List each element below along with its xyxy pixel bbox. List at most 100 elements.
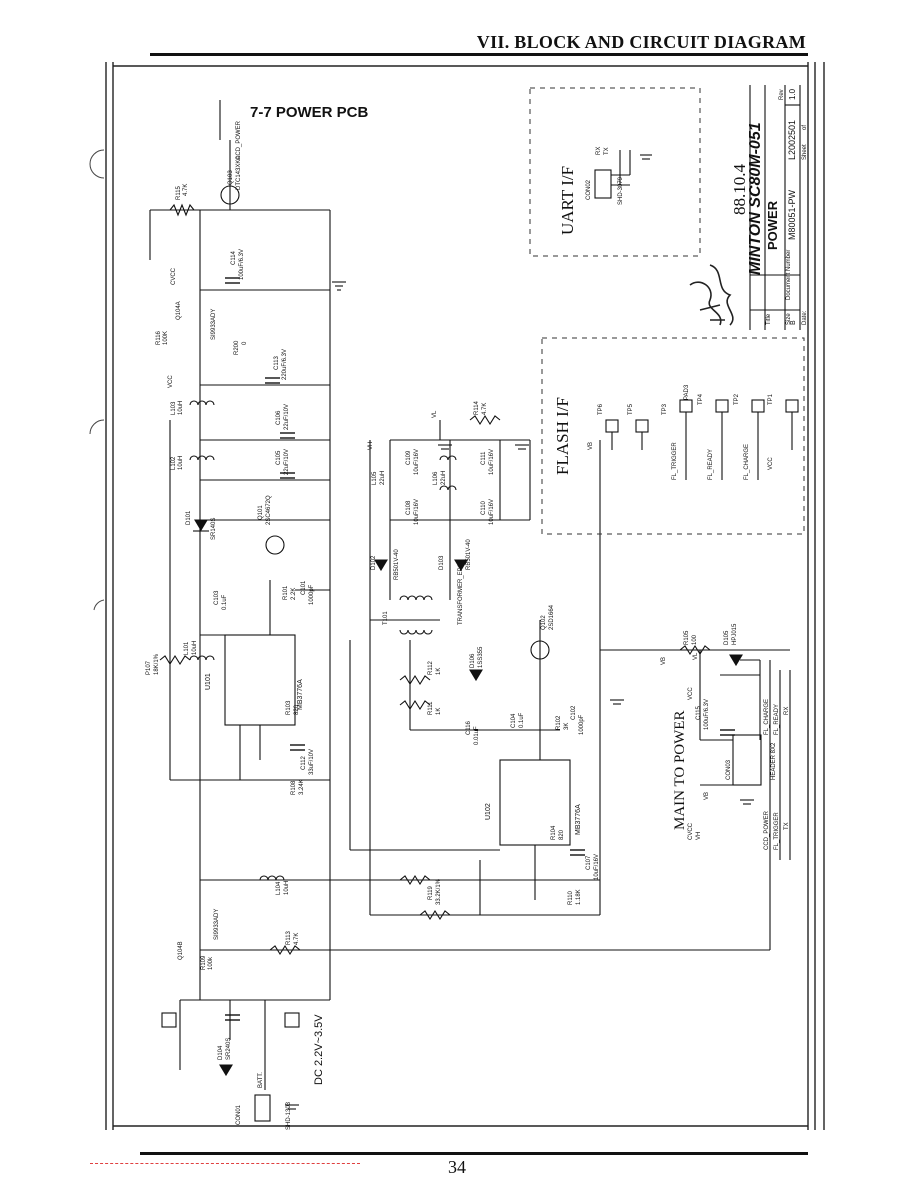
- lbl-tx: TX: [604, 147, 610, 155]
- lbl-d103: D103: [439, 555, 445, 570]
- lbl-q104a-part: SI9933ADY: [211, 309, 217, 340]
- lbl-c109: C109: [406, 450, 412, 465]
- lbl-fl-trigger: FL_TRIGGER: [672, 442, 678, 480]
- lbl-c111-val: 10uF/16V: [489, 449, 495, 475]
- page-header-title: VII. BLOCK AND CIRCUIT DIAGRAM: [476, 32, 806, 52]
- lbl-r111-val: 1K: [436, 708, 442, 715]
- lbl-t101-part: TRANSFORMER_EP13: [458, 560, 464, 625]
- tb-sheet-label: Sheet: [802, 144, 808, 160]
- lbl-r112: R112: [428, 660, 434, 675]
- lbl-c101-val: 1000pF: [309, 584, 315, 605]
- lbl-r115: R115: [176, 185, 182, 200]
- lbl-d106-part: 1SS355: [478, 646, 484, 668]
- lbl-main-vcc: VCC: [688, 687, 694, 700]
- lbl-d104-part: SR240S: [226, 1038, 232, 1060]
- lbl-c110: C110: [481, 500, 487, 515]
- page-number: 34: [448, 1157, 466, 1177]
- lbl-d101-part: SR140S: [211, 518, 217, 540]
- lbl-r101: R101: [283, 585, 289, 600]
- lbl-q104b-part: SI9933ADY: [214, 909, 220, 940]
- lbl-p107-val: 18K/1%: [154, 653, 160, 675]
- lbl-r113-val: 4.7K: [294, 933, 300, 945]
- lbl-c107: C107: [586, 855, 592, 870]
- lbl-c113: C113: [274, 355, 280, 370]
- lbl-l104: L104: [276, 881, 282, 895]
- lbl-l104-val: 10uH: [284, 881, 290, 895]
- lbl-c116: C116: [466, 720, 472, 735]
- lbl-pad3: PAD3: [684, 384, 690, 400]
- lbl-r102-val: 3K: [564, 723, 570, 730]
- lbl-u102: U102: [485, 803, 492, 820]
- lbl-tp5: TP5: [628, 403, 634, 415]
- lbl-c107-val: 10uF/16V: [594, 854, 600, 880]
- lbl-tp6: TP6: [598, 403, 604, 415]
- tb-doc-number: M80051-PW: [787, 189, 797, 240]
- lbl-con02-part: SHD-3079: [618, 176, 624, 205]
- lbl-c113-val: 220uF/6.3V: [282, 349, 288, 380]
- lbl-r105: R105: [684, 630, 690, 645]
- lbl-main-cvcc: CVCC: [688, 822, 694, 840]
- lbl-d101: D101: [186, 510, 192, 525]
- tb-rev: 1.0: [788, 88, 797, 100]
- lbl-c103: C103: [214, 590, 220, 605]
- lbl-main-ccd-power: CCD_POWER: [764, 810, 770, 850]
- lbl-l106-val: 22uH: [441, 471, 447, 485]
- lbl-u101: U101: [205, 673, 212, 690]
- lbl-r114-val: 4.7K: [482, 403, 488, 415]
- lbl-fl-charge: FL_CHARGE: [744, 444, 750, 480]
- lbl-l101-val: 10uH: [192, 641, 198, 655]
- lbl-c112-val: 33uF/10V: [309, 749, 315, 775]
- lbl-d102-part: RB501V-40: [394, 549, 400, 580]
- lbl-r111: R111: [428, 701, 434, 715]
- lbl-tp2: TP2: [734, 393, 740, 405]
- lbl-d103-part: RB501V-40: [466, 539, 472, 570]
- tb-size-label: Size: [786, 313, 792, 325]
- lbl-vb-main: VB: [661, 657, 667, 665]
- lbl-q102-part: 2SD1664: [549, 604, 555, 630]
- lbl-main-fl-trigger: FL_TRIGGER: [774, 812, 780, 850]
- lbl-fl-ready: FL_READY: [708, 449, 714, 480]
- lbl-c112: C112: [301, 755, 307, 770]
- lbl-tp3: TP3: [662, 403, 668, 415]
- lbl-r119: R119: [428, 885, 434, 900]
- lbl-c102: C102: [571, 705, 577, 720]
- lbl-main-fl-ready: FL_READY: [774, 704, 780, 735]
- lbl-c105-val: 22uF/10V: [284, 449, 290, 475]
- lbl-r116-val: 100K: [163, 331, 169, 345]
- tb-sheet: of: [802, 125, 808, 130]
- lbl-batt: BATT.: [258, 1072, 264, 1088]
- tb-subtitle: POWER: [765, 200, 780, 250]
- label-dc-input: DC 2.2V~3.5V: [313, 1014, 325, 1085]
- lbl-p107: P107: [146, 660, 152, 675]
- lbl-cvcc: CVCC: [171, 267, 177, 285]
- lbl-q104b: Q104B: [178, 941, 184, 960]
- lbl-d104: D104: [218, 1045, 224, 1060]
- lbl-c115-val: 100uF/6.3V: [704, 699, 710, 730]
- lbl-r108: R108: [291, 780, 297, 795]
- lbl-t101: T101: [383, 611, 389, 625]
- lbl-l102-val: 10uH: [178, 456, 184, 470]
- lbl-q103-part: DTC143XKA: [236, 156, 242, 190]
- lbl-c115: C115: [696, 705, 702, 720]
- tb-date-code: L2002501: [787, 120, 797, 160]
- lbl-r101-val: 2.2K: [291, 588, 297, 600]
- lbl-d106: D106: [470, 653, 476, 668]
- lbl-d105-part: HPJ015: [732, 623, 738, 645]
- lbl-l106: L106: [433, 471, 439, 485]
- lbl-r104-val: 820: [559, 829, 565, 840]
- header-rule: [150, 53, 808, 56]
- lbl-con03: CON03: [726, 759, 732, 780]
- lbl-c114: C114: [231, 250, 237, 265]
- lbl-tp4: TP4: [698, 393, 704, 405]
- lbl-c108-val: 10uF/16V: [414, 499, 420, 525]
- tb-date-label: Date:: [802, 310, 808, 325]
- lbl-r105-val: 100: [692, 634, 698, 645]
- lbl-r119-val: 33.2K/1%: [436, 878, 442, 905]
- lbl-u101-part: MB3776A: [297, 679, 304, 710]
- pcb-title: 7-7 POWER PCB: [250, 104, 369, 121]
- tb-title: MINTON SC80M-051: [747, 122, 764, 275]
- lbl-q101-part: 2SC4672Q: [266, 495, 272, 525]
- lbl-c106-val: 22uF/10V: [284, 404, 290, 430]
- lbl-main-tx: TX: [784, 822, 790, 830]
